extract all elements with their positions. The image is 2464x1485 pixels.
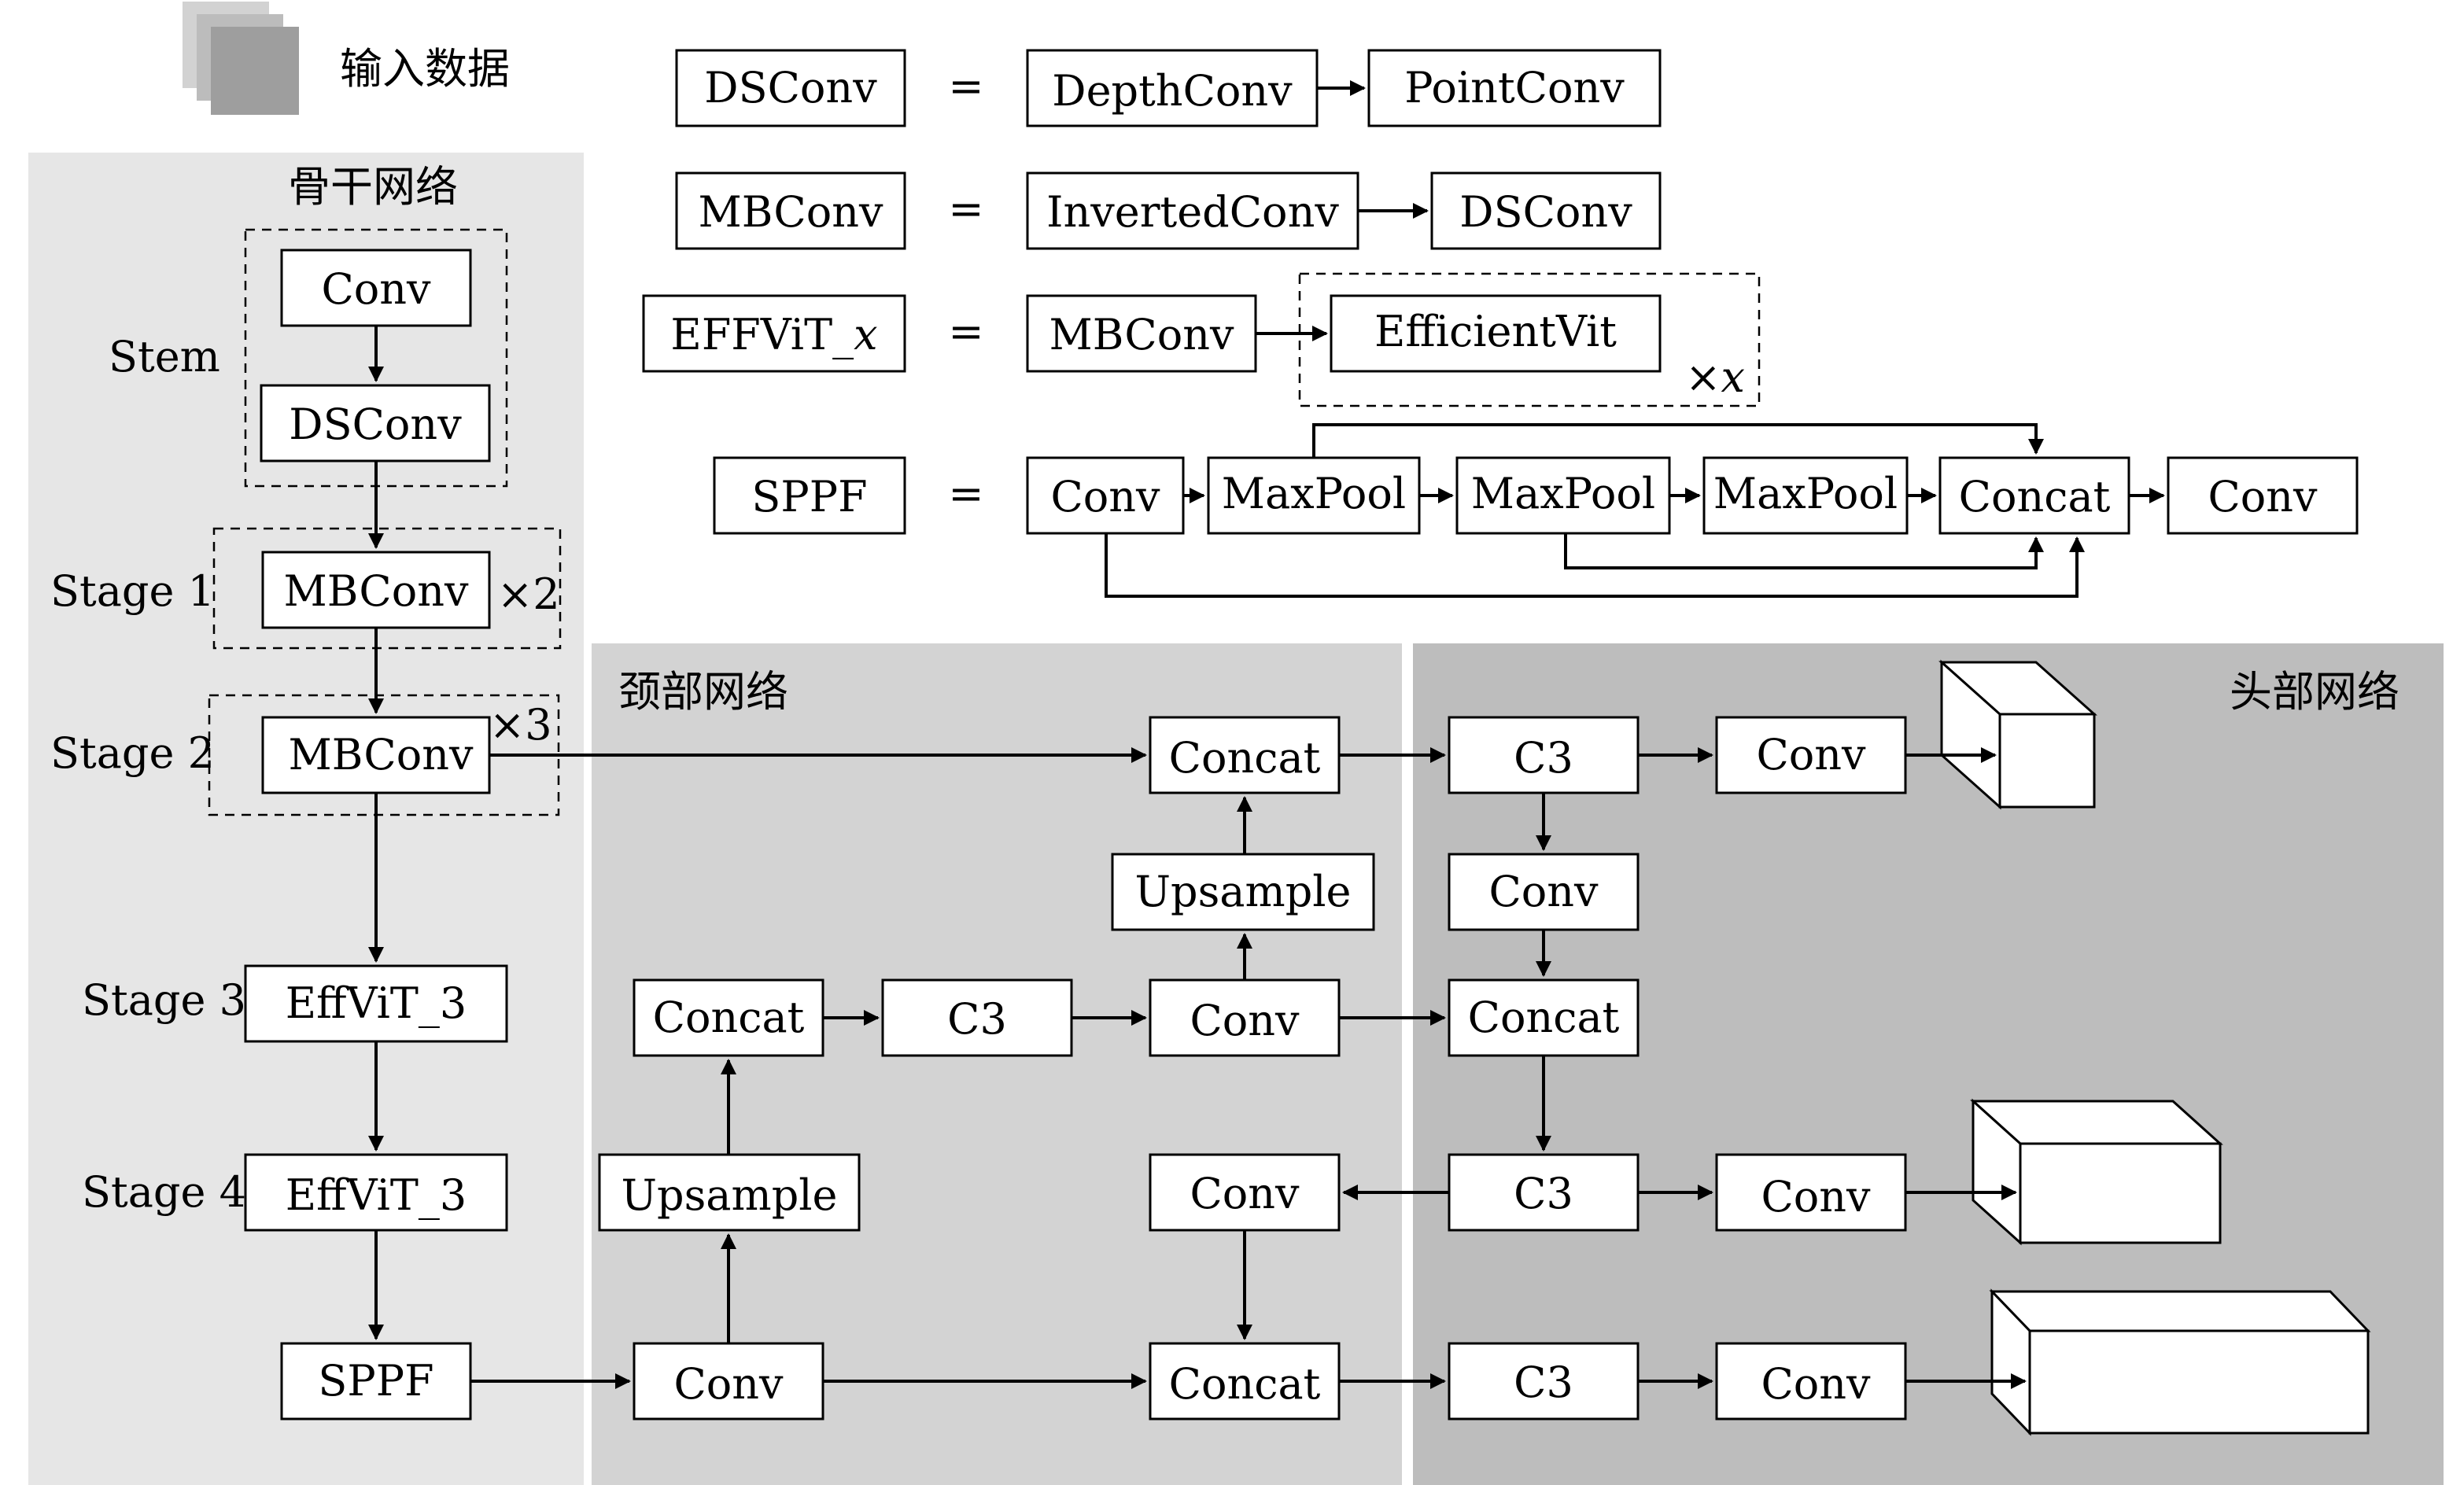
def-sppf-maxpool-3: MaxPool <box>1713 469 1898 518</box>
svg-text:SPPF: SPPF <box>318 1356 433 1406</box>
def-effvit-name: EFFViT_x <box>670 310 877 359</box>
svg-text:Conv: Conv <box>1761 1359 1871 1409</box>
stage1-group <box>212 527 562 650</box>
def-mbconv-eq: = <box>948 184 983 234</box>
def-mbconv: MBConv = InvertedConv DSConv <box>675 171 1662 250</box>
def-sppf-concat: Concat <box>1959 472 2111 521</box>
stage2-group <box>208 694 560 816</box>
neck-upsample-left <box>598 1153 861 1232</box>
stage3-label: Stage 3 <box>82 975 246 1025</box>
stage1-repeat: ×2 <box>497 569 560 619</box>
svg-text:EffViT_3: EffViT_3 <box>286 1170 467 1220</box>
neck-conv-bottom <box>633 1342 824 1421</box>
head-c3-bottom <box>1448 1342 1640 1421</box>
def-sppf: SPPF = Conv MaxPool MaxPool MaxPool Conc… <box>713 423 2359 598</box>
def-depthconv: DepthConv <box>1052 66 1293 116</box>
backbone-region <box>28 153 584 1485</box>
stage4-label: Stage 4 <box>82 1167 246 1217</box>
def-sppf-conv-in: Conv <box>1050 472 1160 521</box>
svg-text:MBConv: MBConv <box>283 566 469 616</box>
stem-label: Stem <box>109 332 220 381</box>
head-conv-down <box>1448 853 1640 931</box>
stage1-label: Stage 1 <box>50 566 215 616</box>
svg-text:C3: C3 <box>1514 1169 1573 1218</box>
def-effvit-repeat: ×x <box>1685 352 1745 402</box>
output-cube-medium <box>1970 1098 2223 1246</box>
def-pointconv: PointConv <box>1404 63 1625 112</box>
neck-concat-bottom <box>1149 1342 1341 1421</box>
neck-concat-top <box>1149 716 1341 794</box>
def-sppf-conv-out: Conv <box>2208 472 2318 521</box>
def-dsconv-eq: = <box>948 61 983 111</box>
svg-text:Conv: Conv <box>321 264 431 314</box>
def-sppf-eq: = <box>948 469 983 518</box>
def-mbconv-name: MBConv <box>698 187 883 237</box>
svg-text:Conv: Conv <box>1761 1172 1871 1222</box>
neck-upsample-mid <box>1111 853 1375 931</box>
def-effvit: EFFViT_x = MBConv EfficientVit ×x <box>642 272 1761 407</box>
svg-text:Conv: Conv <box>1756 730 1866 779</box>
svg-text:Concat: Concat <box>653 993 805 1042</box>
svg-text:Conv: Conv <box>1190 1169 1300 1218</box>
neck-conv-mid <box>1149 978 1341 1057</box>
def-sppf-name: SPPF <box>751 472 867 521</box>
head-concat-mid <box>1448 978 1640 1057</box>
svg-text:Upsample: Upsample <box>622 1170 838 1220</box>
output-cube-large <box>1989 1288 2371 1436</box>
stem-conv <box>280 249 472 327</box>
svg-text:EffViT_3: EffViT_3 <box>286 978 467 1028</box>
def-invertedconv: InvertedConv <box>1046 187 1339 237</box>
head-conv-mid <box>1715 1153 1907 1232</box>
svg-text:Conv: Conv <box>1190 996 1300 1045</box>
neck-concat-left <box>633 978 824 1057</box>
svg-text:C3: C3 <box>1514 733 1573 783</box>
svg-text:C3: C3 <box>947 994 1007 1044</box>
input-data-label: 输入数据 <box>340 44 510 94</box>
svg-text:Concat: Concat <box>1169 1359 1321 1409</box>
def-effvit-mbconv: MBConv <box>1049 310 1234 359</box>
svg-text:C3: C3 <box>1514 1358 1573 1407</box>
def-sppf-maxpool-2: MaxPool <box>1471 469 1655 518</box>
svg-text:Conv: Conv <box>1488 867 1599 916</box>
stem-dsconv <box>260 384 491 462</box>
def-efficientvit: EfficientVit <box>1374 307 1617 356</box>
head-c3-top <box>1448 716 1640 794</box>
backbone-sppf <box>280 1342 472 1421</box>
neck-title: 颈部网络 <box>618 667 788 717</box>
def-effvit-eq: = <box>948 307 983 356</box>
svg-text:Upsample: Upsample <box>1135 867 1352 916</box>
head-title: 头部网络 <box>2230 667 2399 717</box>
backbone-title: 骨干网络 <box>288 162 458 212</box>
stage4-effvit <box>244 1153 508 1232</box>
svg-text:Conv: Conv <box>673 1359 784 1409</box>
connections <box>470 747 2027 1389</box>
def-mbconv-dsconv: DSConv <box>1459 187 1632 237</box>
svg-text:MBConv: MBConv <box>288 730 474 779</box>
stage3-effvit <box>244 964 508 1043</box>
stage2-repeat: ×3 <box>489 700 552 750</box>
def-dsconv: DSConv = DepthConv PointConv <box>675 49 1662 127</box>
def-dsconv-name: DSConv <box>704 63 877 112</box>
stage2-mbconv <box>261 716 491 794</box>
svg-text:DSConv: DSConv <box>289 400 462 449</box>
svg-text:Concat: Concat <box>1468 993 1620 1042</box>
output-cube-small <box>1938 659 2097 810</box>
svg-text:Concat: Concat <box>1169 733 1321 783</box>
input-data-icon <box>183 2 299 115</box>
def-sppf-maxpool-1: MaxPool <box>1222 469 1406 518</box>
stage2-label: Stage 2 <box>50 728 215 778</box>
